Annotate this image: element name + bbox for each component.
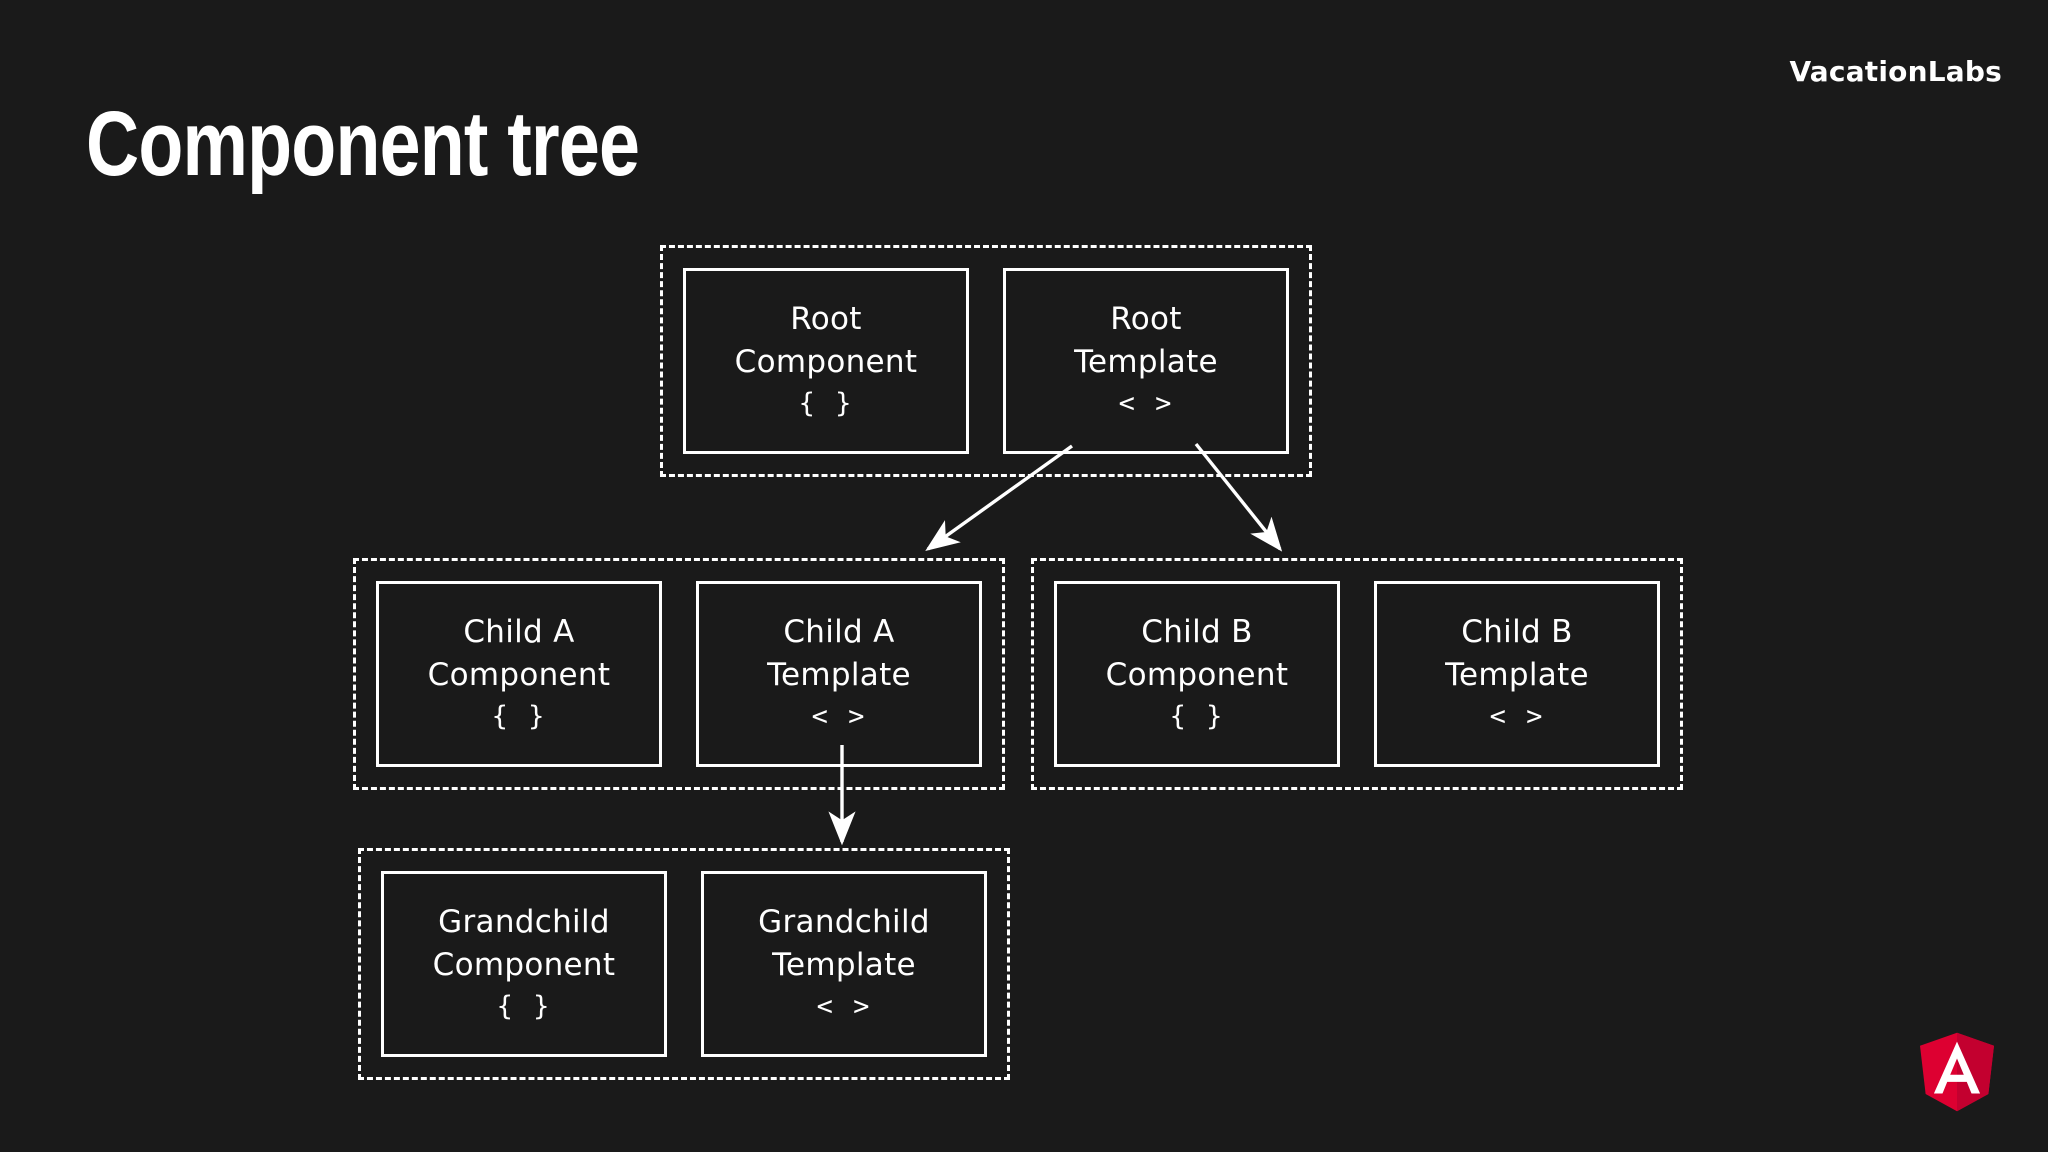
braces-icon: { } [496,990,552,1022]
node-label-line1: Grandchild [438,903,610,940]
node-child-b-component: Child B Component { } [1054,581,1340,767]
node-label-line2: Template [767,656,911,693]
node-label-line1: Child B [1141,613,1253,650]
angle-brackets-icon: < > [1118,387,1174,419]
node-grandchild-template: Grandchild Template < > [701,871,987,1057]
page-title: Component tree [86,93,640,195]
angle-brackets-icon: < > [816,990,872,1022]
node-root-template: Root Template < > [1003,268,1289,454]
node-label-line2: Component [427,656,611,693]
group-root: Root Component { } Root Template < > [660,245,1312,477]
node-label-line2: Template [1074,343,1218,380]
node-root-component: Root Component { } [683,268,969,454]
braces-icon: { } [491,700,547,732]
group-child-a: Child A Component { } Child A Template <… [353,558,1005,790]
node-label-line1: Child A [783,613,895,650]
node-child-a-template: Child A Template < > [696,581,982,767]
angular-letter-a [1933,1041,1981,1094]
node-label-line1: Root [790,300,862,337]
node-label-line2: Component [432,946,616,983]
node-label-line1: Grandchild [758,903,930,940]
node-label-line2: Template [1445,656,1589,693]
group-grandchild: Grandchild Component { } Grandchild Temp… [358,848,1010,1080]
angle-brackets-icon: < > [811,700,867,732]
braces-icon: { } [798,387,854,419]
group-child-b: Child B Component { } Child B Template <… [1031,558,1683,790]
node-child-b-template: Child B Template < > [1374,581,1660,767]
node-label-line2: Template [772,946,916,983]
node-child-a-component: Child A Component { } [376,581,662,767]
node-label-line1: Child A [463,613,575,650]
brand-logo: VacationLabs [1789,55,2002,88]
angle-brackets-icon: < > [1489,700,1545,732]
node-label-line2: Component [734,343,918,380]
angular-shield-dark [1957,1032,1994,1112]
node-grandchild-component: Grandchild Component { } [381,871,667,1057]
braces-icon: { } [1169,700,1225,732]
angular-logo [1920,1032,1994,1112]
node-label-line1: Child B [1461,613,1573,650]
node-label-line2: Component [1105,656,1289,693]
node-label-line1: Root [1110,300,1182,337]
